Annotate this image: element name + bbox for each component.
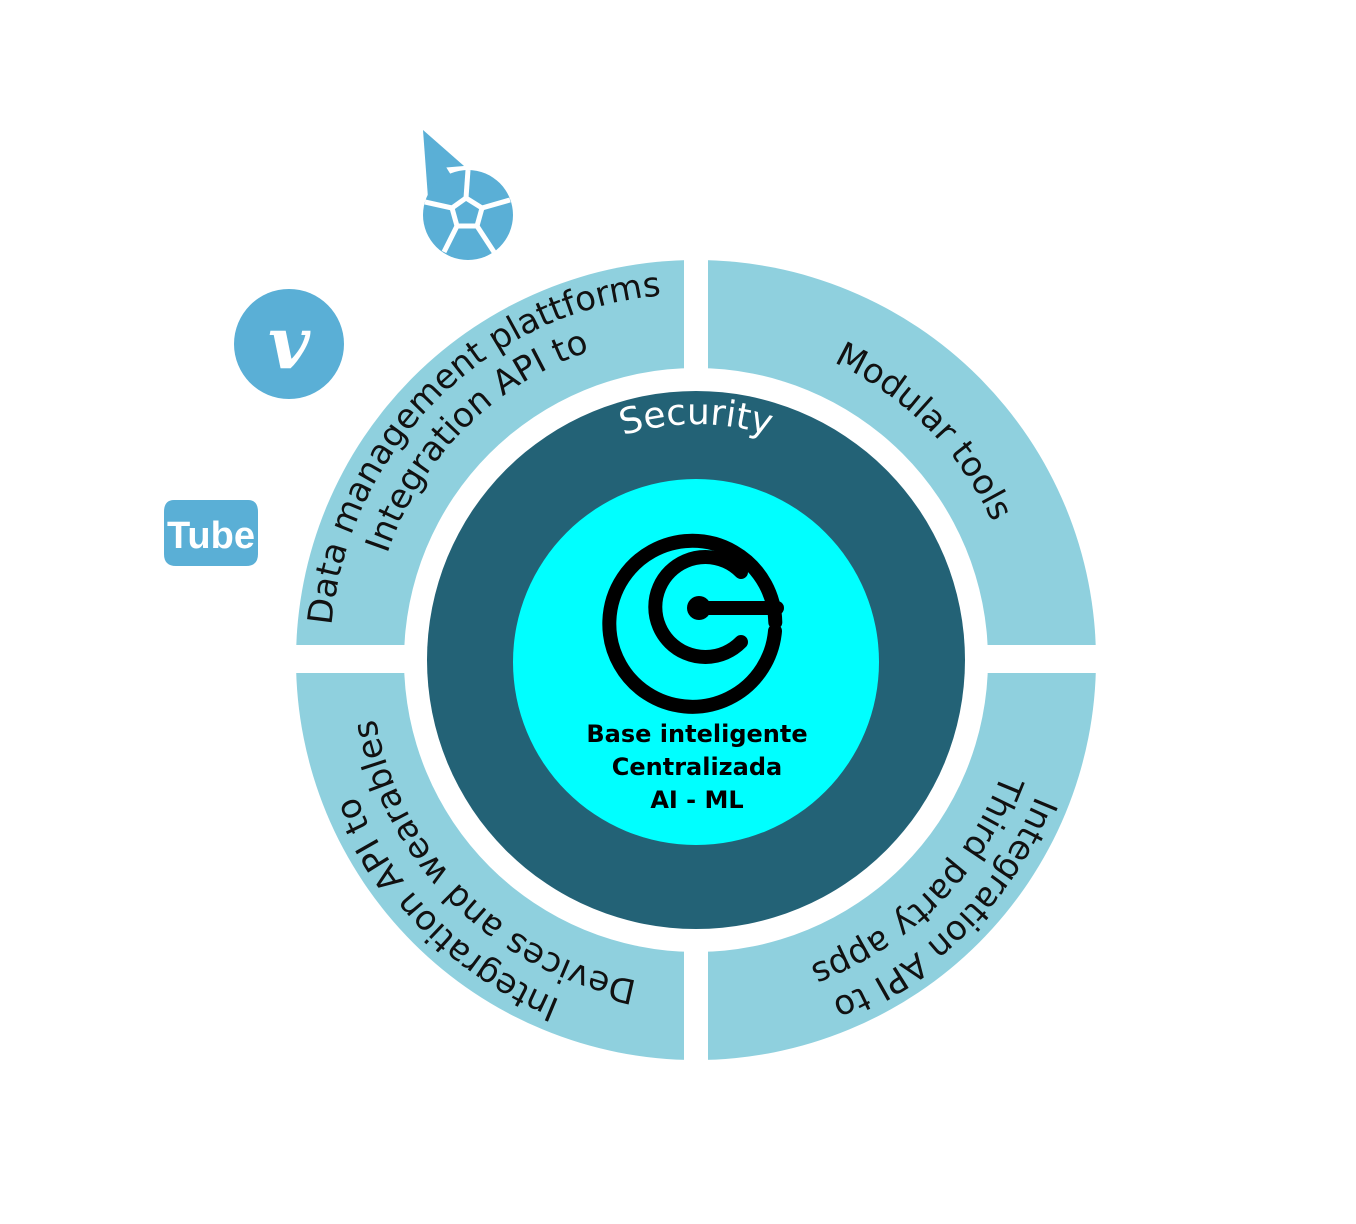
svg-text:v: v [268, 300, 311, 385]
core-line3: AI - ML [650, 786, 743, 814]
svg-text:Tube: Tube [167, 515, 255, 557]
core-line1: Base inteligente [586, 720, 807, 748]
center-logo-icon [602, 533, 784, 714]
core-line2: Centralizada [612, 753, 782, 781]
soccer-ball-drop-icon [423, 130, 513, 260]
vimeo-logo-icon: v [234, 289, 344, 399]
youtube-logo-icon: Tube [164, 500, 258, 566]
